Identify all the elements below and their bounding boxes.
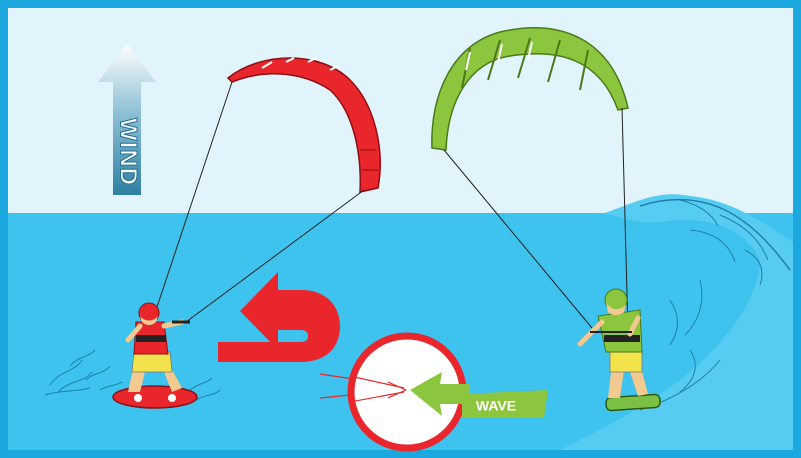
red-kiteboard [112,385,198,409]
rider-left [112,302,198,409]
u-turn-arrow [218,272,340,362]
green-kite-lines [443,107,629,331]
wave-arrow: WAVE [410,372,548,418]
left-arrow-icon [410,372,470,416]
red-kite-lines [151,81,365,323]
up-arrow-icon [98,44,156,195]
splash-lines [44,349,221,401]
wave-label: WAVE [476,398,516,414]
u-turn-arrow-icon [218,272,340,362]
green-kiteboard [605,393,661,412]
wind-label: WIND [115,118,142,186]
red-kite [226,57,381,193]
green-kite [431,27,629,151]
rider-right [577,288,661,412]
wind-arrow: WIND [98,44,156,195]
